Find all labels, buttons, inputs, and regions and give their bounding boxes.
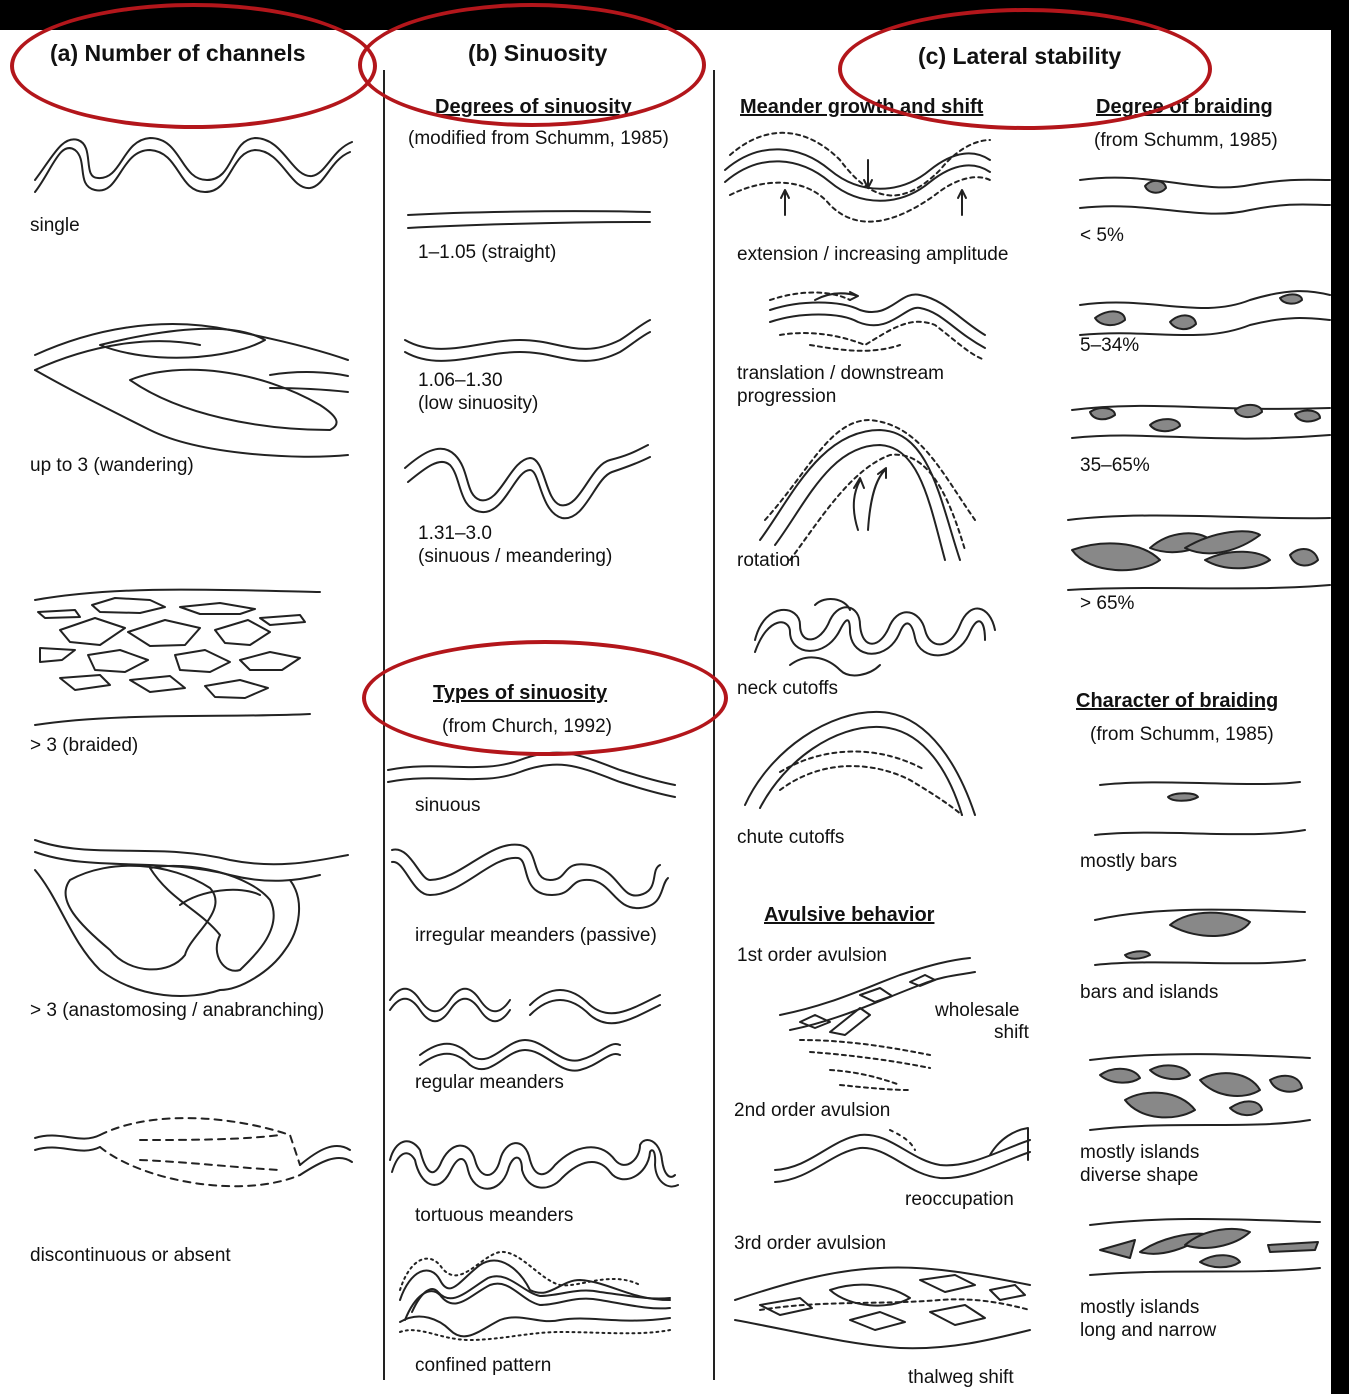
highlight-oval-number-of-channels	[10, 3, 377, 129]
label-braiding-gt65: > 65%	[1080, 593, 1134, 615]
sketch-type-tortuous-meanders	[390, 1140, 678, 1189]
sketch-wandering-channels	[35, 324, 348, 457]
label-avulsion-third: 3rd order avulsion	[734, 1233, 886, 1255]
sketch-meander-rotation	[760, 420, 975, 560]
sketch-type-irregular-meanders	[392, 845, 668, 909]
label-mostly-islands-diverse: mostly islands	[1080, 1142, 1199, 1164]
label-translation-2: progression	[737, 386, 836, 408]
sketch-braided-channels	[35, 590, 320, 725]
highlight-oval-lateral-stability	[838, 8, 1212, 130]
label-thalweg-shift: thalweg shift	[908, 1367, 1014, 1389]
label-low-sinuosity: (low sinuosity)	[418, 393, 538, 415]
sketch-discontinuous-channel	[35, 1118, 352, 1186]
label-type-sinuous: sinuous	[415, 795, 481, 817]
label-braiding-5-34: 5–34%	[1080, 335, 1139, 357]
label-avulsion-first: 1st order avulsion	[737, 945, 887, 967]
degree-of-braiding-source: (from Schumm, 1985)	[1094, 130, 1278, 152]
label-braiding-35-65: 35–65%	[1080, 455, 1150, 477]
label-braided: > 3 (braided)	[30, 735, 138, 757]
label-single: single	[30, 215, 80, 237]
label-type-tortuous: tortuous meanders	[415, 1205, 573, 1227]
label-discontinuous: discontinuous or absent	[30, 1245, 231, 1267]
sketch-meandering-channel	[405, 445, 650, 518]
sketch-chute-cutoffs	[745, 712, 975, 815]
label-long-and-narrow: long and narrow	[1080, 1320, 1216, 1342]
sketch-anastomosing-channels	[35, 840, 348, 996]
sketch-low-sinuosity	[405, 320, 650, 361]
label-neck-cutoffs: neck cutoffs	[737, 678, 838, 700]
sketch-avulsion-first-order	[780, 958, 975, 1090]
label-mostly-bars: mostly bars	[1080, 851, 1177, 873]
label-extension: extension / increasing amplitude	[737, 244, 1008, 266]
degrees-of-sinuosity-source: (modified from Schumm, 1985)	[408, 128, 669, 150]
sketch-type-confined-pattern	[400, 1252, 670, 1340]
label-mostly-islands-long: mostly islands	[1080, 1297, 1199, 1319]
avulsive-behavior-title: Avulsive behavior	[764, 904, 934, 926]
character-of-braiding-title: Character of braiding	[1076, 690, 1278, 712]
label-diverse-shape: diverse shape	[1080, 1165, 1198, 1187]
label-reoccupation: reoccupation	[905, 1189, 1014, 1211]
label-rotation: rotation	[737, 550, 800, 572]
sketch-type-sinuous	[388, 753, 675, 797]
label-bars-and-islands: bars and islands	[1080, 982, 1218, 1004]
character-of-braiding-source: (from Schumm, 1985)	[1090, 724, 1274, 746]
label-translation: translation / downstream	[737, 363, 944, 385]
sketch-avulsion-third-order	[735, 1267, 1030, 1348]
label-avulsion-second: 2nd order avulsion	[734, 1100, 890, 1122]
label-type-irregular: irregular meanders (passive)	[415, 925, 657, 947]
sketch-single-channel	[35, 138, 352, 192]
label-anastomosing: > 3 (anastomosing / anabranching)	[30, 1000, 324, 1022]
sketch-meander-translation	[770, 292, 985, 360]
label-braiding-lt5: < 5%	[1080, 225, 1124, 247]
label-wandering: up to 3 (wandering)	[30, 455, 194, 477]
label-type-regular: regular meanders	[415, 1072, 564, 1094]
sketch-avulsion-second-order	[775, 1128, 1030, 1182]
label-chute-cutoffs: chute cutoffs	[737, 827, 844, 849]
sketch-type-regular-meanders	[390, 989, 660, 1071]
label-type-confined: confined pattern	[415, 1355, 551, 1377]
label-low-sinuosity-range: 1.06–1.30	[418, 370, 503, 392]
highlight-oval-types-of-sinuosity	[362, 640, 728, 756]
label-meandering-range: 1.31–3.0	[418, 523, 492, 545]
sketch-neck-cutoffs	[755, 599, 995, 675]
label-shift: shift	[994, 1022, 1029, 1044]
sketch-meander-extension	[725, 133, 990, 222]
highlight-oval-sinuosity	[358, 3, 706, 127]
label-meandering: (sinuous / meandering)	[418, 546, 612, 568]
sketch-straight-channel	[408, 211, 650, 228]
label-wholesale: wholesale	[935, 1000, 1020, 1022]
label-straight: 1–1.05 (straight)	[418, 242, 556, 264]
